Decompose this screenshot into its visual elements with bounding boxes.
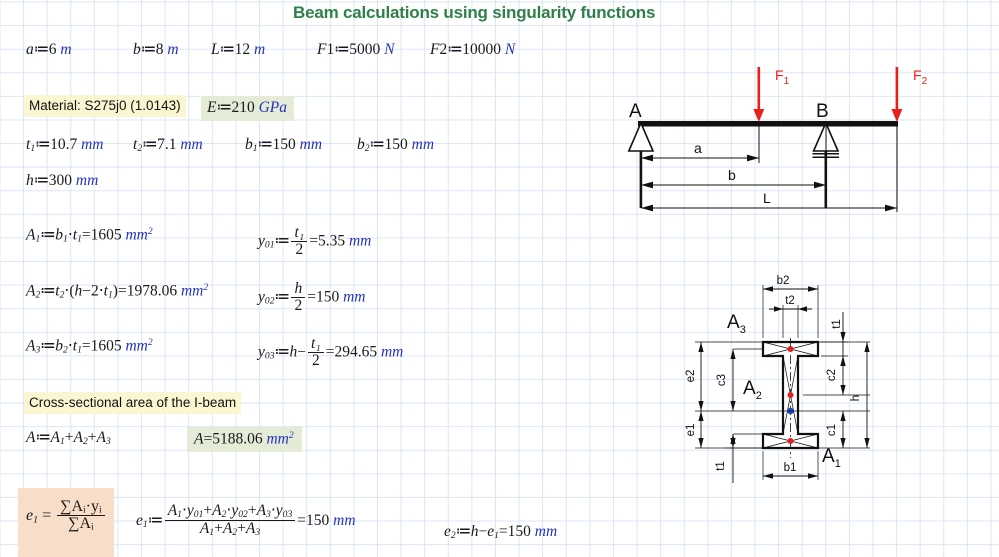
dimension-e2-label: e2 [685, 370, 697, 383]
area-A3: A3≔b2⋅t1=1605 mm2 [26, 337, 153, 356]
force-f1-arrow [753, 67, 765, 122]
input-b2: b2≔150 mm [357, 136, 435, 155]
dimension-t1-bottom-label: t1 [715, 461, 727, 471]
input-b1: b1≔150 mm [245, 136, 323, 155]
beam-body [638, 121, 898, 127]
dimension-c3-label: c3 [716, 374, 728, 386]
dimension-a-label: a [694, 140, 702, 156]
dimension-b2-label: b2 [777, 275, 790, 287]
dimension-t1-bottom: t1 [715, 433, 763, 483]
area-A2: A2≔t2⋅(h−2⋅t1)=1978.06 mm2 [26, 282, 209, 301]
area-label-a1: A1 [822, 446, 841, 470]
dimension-c2-label: c2 [826, 369, 838, 381]
centroid-formula-highlight [18, 488, 114, 557]
dimension-b1: b1 [762, 451, 819, 480]
horizontal-extension-lines [695, 341, 870, 449]
input-F2: F2≔10000 N [430, 41, 516, 58]
dimension-c1: c1 [826, 411, 846, 448]
dimension-t2: t2 [769, 295, 812, 338]
dimension-a: a [641, 140, 759, 162]
dimension-t1-top-label: t1 [831, 319, 843, 329]
centroid-formula-symbolic: e1 = ∑Aᵢ·yᵢ∑Aᵢ [26, 499, 107, 533]
dimension-t2-label: t2 [785, 295, 795, 307]
input-h: h≔300 mm [26, 172, 99, 189]
centroid-marker-a2 [787, 392, 794, 398]
dimension-c3: c3 [716, 348, 763, 411]
dimension-b2: b2 [762, 275, 819, 338]
force-f2-arrow [891, 67, 903, 122]
dimension-e2: e2 [685, 342, 704, 411]
input-L: L≔12 m [211, 41, 266, 58]
dimension-c1-label: c1 [826, 424, 838, 436]
support-a [627, 120, 655, 208]
dimension-h: h [850, 342, 870, 448]
dimension-b: b [641, 167, 826, 189]
input-F1: F1≔5000 N [317, 41, 395, 58]
centroid-marker-a1 [787, 438, 794, 444]
input-b: b≔8 m [133, 41, 179, 58]
dimension-L: L [641, 190, 897, 212]
youngs-modulus: E≔210 GPa [201, 96, 295, 121]
force-f1-label: F1 [775, 67, 790, 87]
dimension-t1-top: t1 [821, 312, 848, 366]
area-label-a3: A3 [727, 312, 746, 336]
dimension-L-label: L [763, 190, 771, 206]
material-label: Material: S275j0 (1.0143) [24, 95, 186, 117]
input-a: a≔6 m [26, 41, 72, 58]
cross-section-area-heading: Cross-sectional area of the I-beam [24, 392, 242, 414]
dimension-e1-label: e1 [685, 424, 697, 437]
input-t1: t1≔10.7 mm [26, 136, 104, 155]
i-beam-cross-section-svg: b2 t2 t1 [685, 275, 870, 483]
centroid-e2-evaluation: e2≔h−e1=150 mm [444, 523, 558, 542]
force-f2-label: F2 [913, 67, 928, 87]
cross-section-diagram-container: b2 t2 t1 [685, 258, 935, 490]
page-title: Beam calculations using singularity func… [293, 3, 656, 22]
area-A1: A1≔b1⋅t1=1605 mm2 [26, 226, 153, 245]
input-t2: t2≔7.1 mm [133, 136, 203, 155]
total-area-definition: A≔A1+A2+A3 [26, 429, 111, 448]
beam-diagram-container: F1 F2 A B a [620, 55, 999, 225]
total-area-result: A=5188.06 mm2 [187, 427, 302, 452]
dimension-b1-label: b1 [784, 462, 797, 474]
centroid-marker-a3 [787, 346, 794, 352]
dimension-b-label: b [728, 167, 736, 183]
dimension-c2: c2 [826, 356, 846, 395]
dimension-e1: e1 [685, 411, 704, 448]
dimension-h-label: h [850, 395, 862, 401]
node-a-label: A [629, 101, 642, 122]
beam-free-body-svg: F1 F2 A B a [627, 67, 928, 212]
node-b-label: B [816, 101, 829, 122]
area-label-a2: A2 [743, 378, 762, 402]
